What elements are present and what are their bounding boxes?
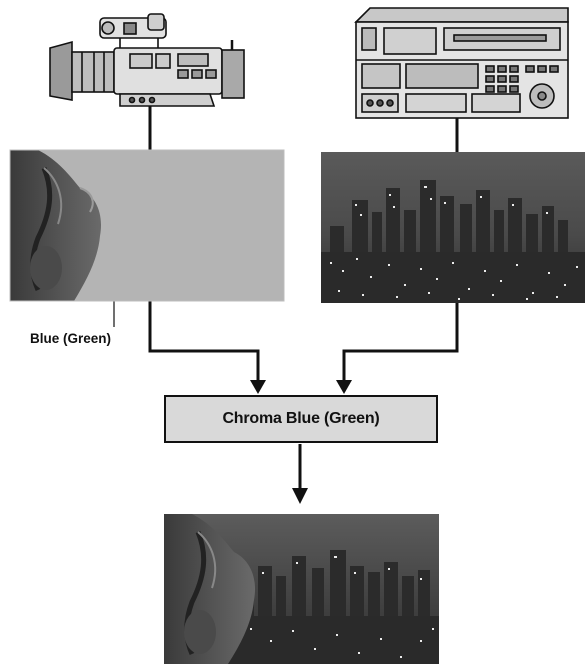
composite-output-image <box>164 514 439 664</box>
foreground-image <box>10 150 284 301</box>
video-camera-icon <box>50 14 244 106</box>
chroma-box <box>165 396 437 442</box>
background-city-image <box>321 152 585 303</box>
video-deck-icon <box>356 8 568 118</box>
